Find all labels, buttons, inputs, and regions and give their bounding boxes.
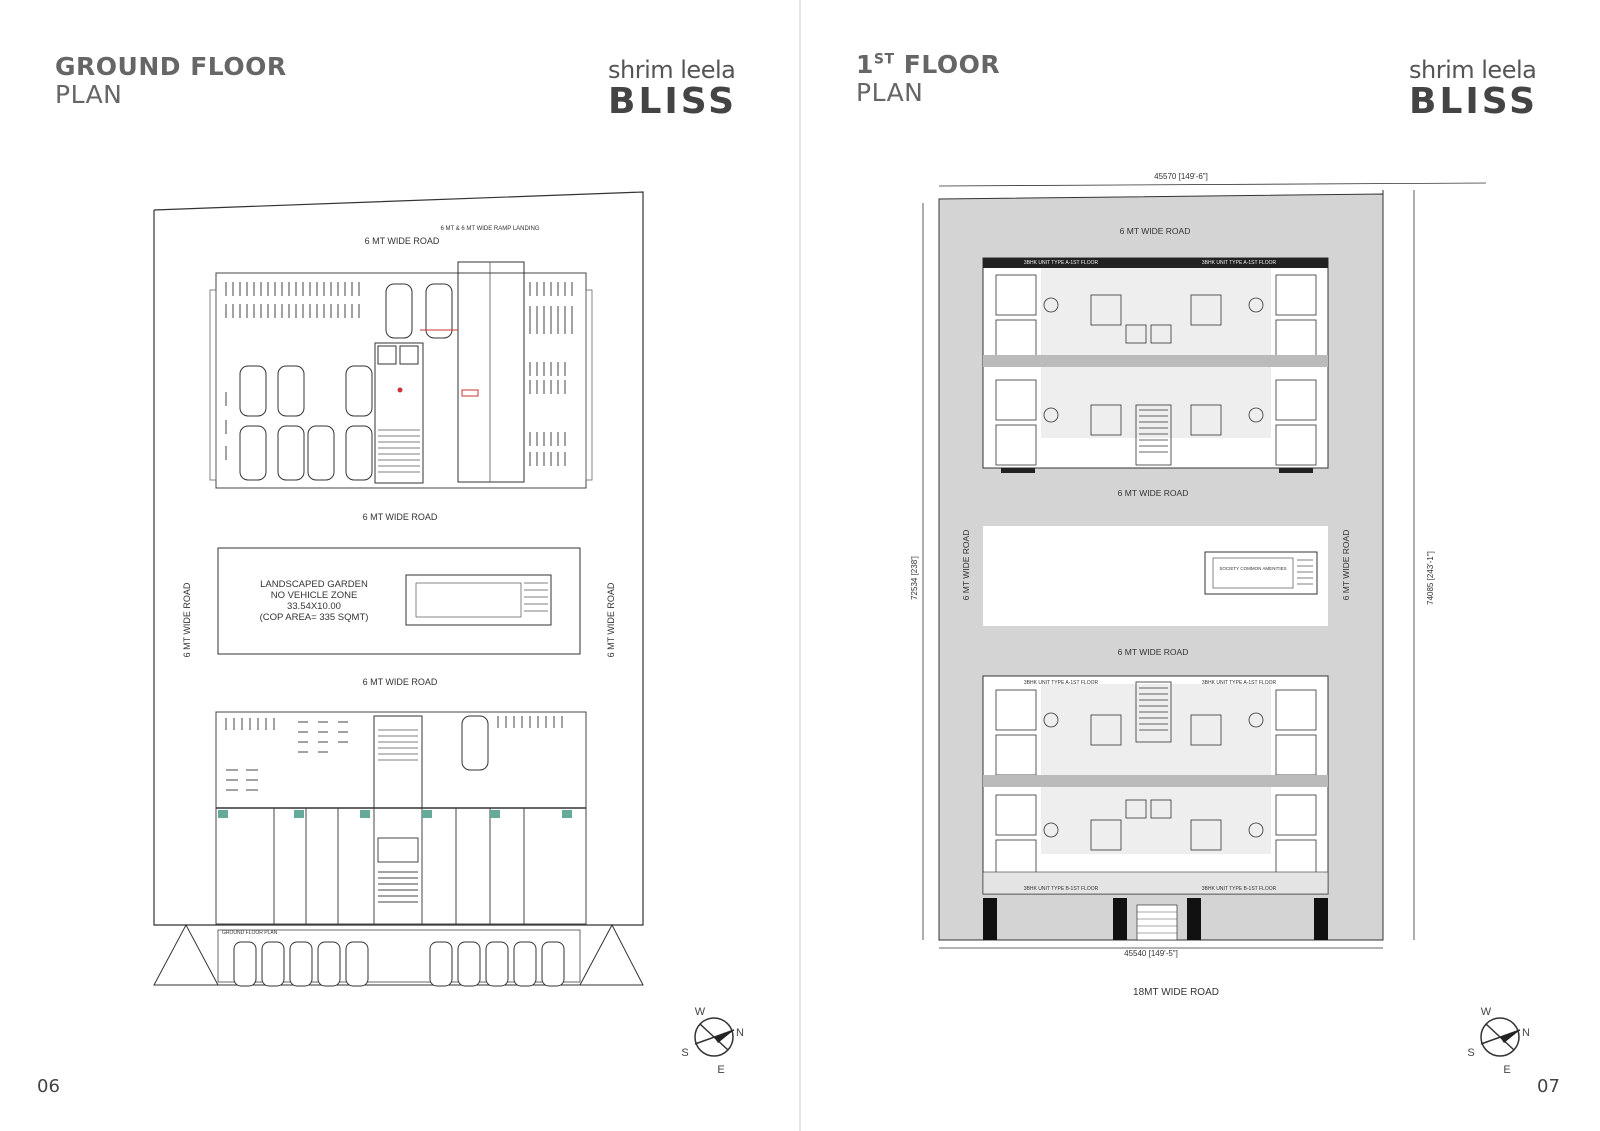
first-floor-plan: 45570 [149'-6"] 72534 [238'] 74085 [243'…	[910, 172, 1530, 1076]
brand-logo-left: shrim leela BLISS	[608, 57, 737, 121]
title-line2: PLAN	[55, 80, 123, 109]
page-number-right: 07	[1537, 1076, 1560, 1097]
road-left-label: 6 MT WIDE ROAD	[182, 582, 192, 657]
unit-label-a-top: 3BHK UNIT TYPE A-1ST FLOOR	[1024, 260, 1099, 266]
compass-n-r: N	[1522, 1027, 1530, 1039]
logo-text-bottom-right: BLISS	[1409, 81, 1539, 122]
page-number-left: 06	[37, 1076, 60, 1097]
compass-w-r: W	[1481, 1006, 1492, 1018]
compass-s-r: S	[1467, 1047, 1474, 1059]
plan-caption: GROUND FLOOR PLAN	[222, 930, 278, 936]
amenities-label: SOCIETY COMMON AMENITIES	[1219, 566, 1286, 571]
road-mid1-label: 6 MT WIDE ROAD	[1118, 488, 1189, 498]
unit-label-a-bottom: 3BHK UNIT TYPE A-1ST FLOOR	[1024, 680, 1099, 686]
unit-label-a-bottom-2: 3BHK UNIT TYPE A-1ST FLOOR	[1202, 680, 1277, 686]
dim-right-label: 74085 [243'-1"]	[1426, 551, 1435, 605]
title-line1-right: 1ST FLOOR	[856, 51, 1000, 79]
frontage-columns	[983, 898, 1328, 941]
bottom-shops-block	[215, 711, 587, 925]
block-a-top	[982, 257, 1329, 473]
garden-label-4: (COP AREA= 335 SQMT)	[260, 612, 369, 623]
road-top-label-r: 6 MT WIDE ROAD	[1120, 226, 1191, 236]
block-b-bottom	[982, 675, 1329, 895]
top-parking-block	[209, 261, 593, 489]
garden-label-1: LANDSCAPED GARDEN	[260, 579, 368, 590]
right-page: 1ST FLOOR PLAN shrim leela BLISS 45570 […	[801, 0, 1600, 1131]
road-mid-label: 6 MT WIDE ROAD	[363, 512, 438, 522]
logo-text-top-right: shrim leela	[1409, 56, 1537, 84]
brand-logo-right: shrim leela BLISS	[1409, 57, 1538, 121]
road-mid2-label: 6 MT WIDE ROAD	[1118, 647, 1189, 657]
compass-n: N	[736, 1027, 744, 1039]
road-right-label-r: 6 MT WIDE ROAD	[1341, 530, 1351, 601]
compass-e: E	[717, 1064, 724, 1076]
logo-text-top: shrim leela	[608, 56, 736, 84]
compass-icon: W N S E	[681, 1006, 744, 1076]
unit-label-b-top: 3BHK UNIT TYPE A-1ST FLOOR	[1202, 260, 1277, 266]
left-page: GROUND FLOOR PLAN shrim leela BLISS 6 MT…	[0, 0, 799, 1131]
title-rest: FLOOR	[894, 50, 1001, 79]
title-number: 1	[856, 50, 874, 79]
dim-left-label: 72534 [238']	[910, 556, 919, 600]
page-spine	[799, 0, 801, 1131]
road-top-label: 6 MT WIDE ROAD	[365, 236, 440, 246]
dim-top-label: 45570 [149'-6"]	[1154, 172, 1208, 181]
dim-bottom-label: 45540 [149'-5"]	[1124, 949, 1178, 958]
title-sup: ST	[873, 51, 895, 68]
road-right-label: 6 MT WIDE ROAD	[606, 582, 616, 657]
unit-label-b-bottom-2: 3BHK UNIT TYPE B-1ST FLOOR	[1202, 886, 1277, 892]
page-title-right: 1ST FLOOR PLAN	[856, 51, 1000, 107]
compass-e-r: E	[1503, 1064, 1510, 1076]
garden-label-2: NO VEHICLE ZONE	[271, 590, 358, 601]
unit-label-b-bottom: 3BHK UNIT TYPE B-1ST FLOOR	[1024, 886, 1099, 892]
ramp-label: 6 MT & 6 MT WIDE RAMP LANDING	[440, 226, 539, 232]
road-main-label: 18MT WIDE ROAD	[1133, 987, 1219, 998]
page-title-left: GROUND FLOOR PLAN	[55, 53, 287, 109]
compass-s: S	[681, 1047, 688, 1059]
road-lower-label: 6 MT WIDE ROAD	[363, 677, 438, 687]
logo-text-bottom: BLISS	[608, 81, 738, 122]
title-line2-right: PLAN	[856, 78, 924, 107]
compass-w: W	[695, 1006, 706, 1018]
landscaped-garden: LANDSCAPED GARDEN NO VEHICLE ZONE 33.54X…	[217, 547, 581, 655]
ground-floor-plan: 6 MT WIDE ROAD 6 MT & 6 MT WIDE RAMP LAN…	[153, 191, 744, 1076]
road-left-label-r: 6 MT WIDE ROAD	[961, 530, 971, 601]
garden-label-3: 33.54X10.00	[287, 601, 341, 612]
compass-icon-right: W N S E	[1467, 1006, 1530, 1076]
title-line1: GROUND FLOOR	[55, 52, 287, 81]
front-parking-strip: GROUND FLOOR PLAN	[153, 923, 644, 987]
society-amenities-block: SOCIETY COMMON AMENITIES	[1204, 551, 1318, 595]
